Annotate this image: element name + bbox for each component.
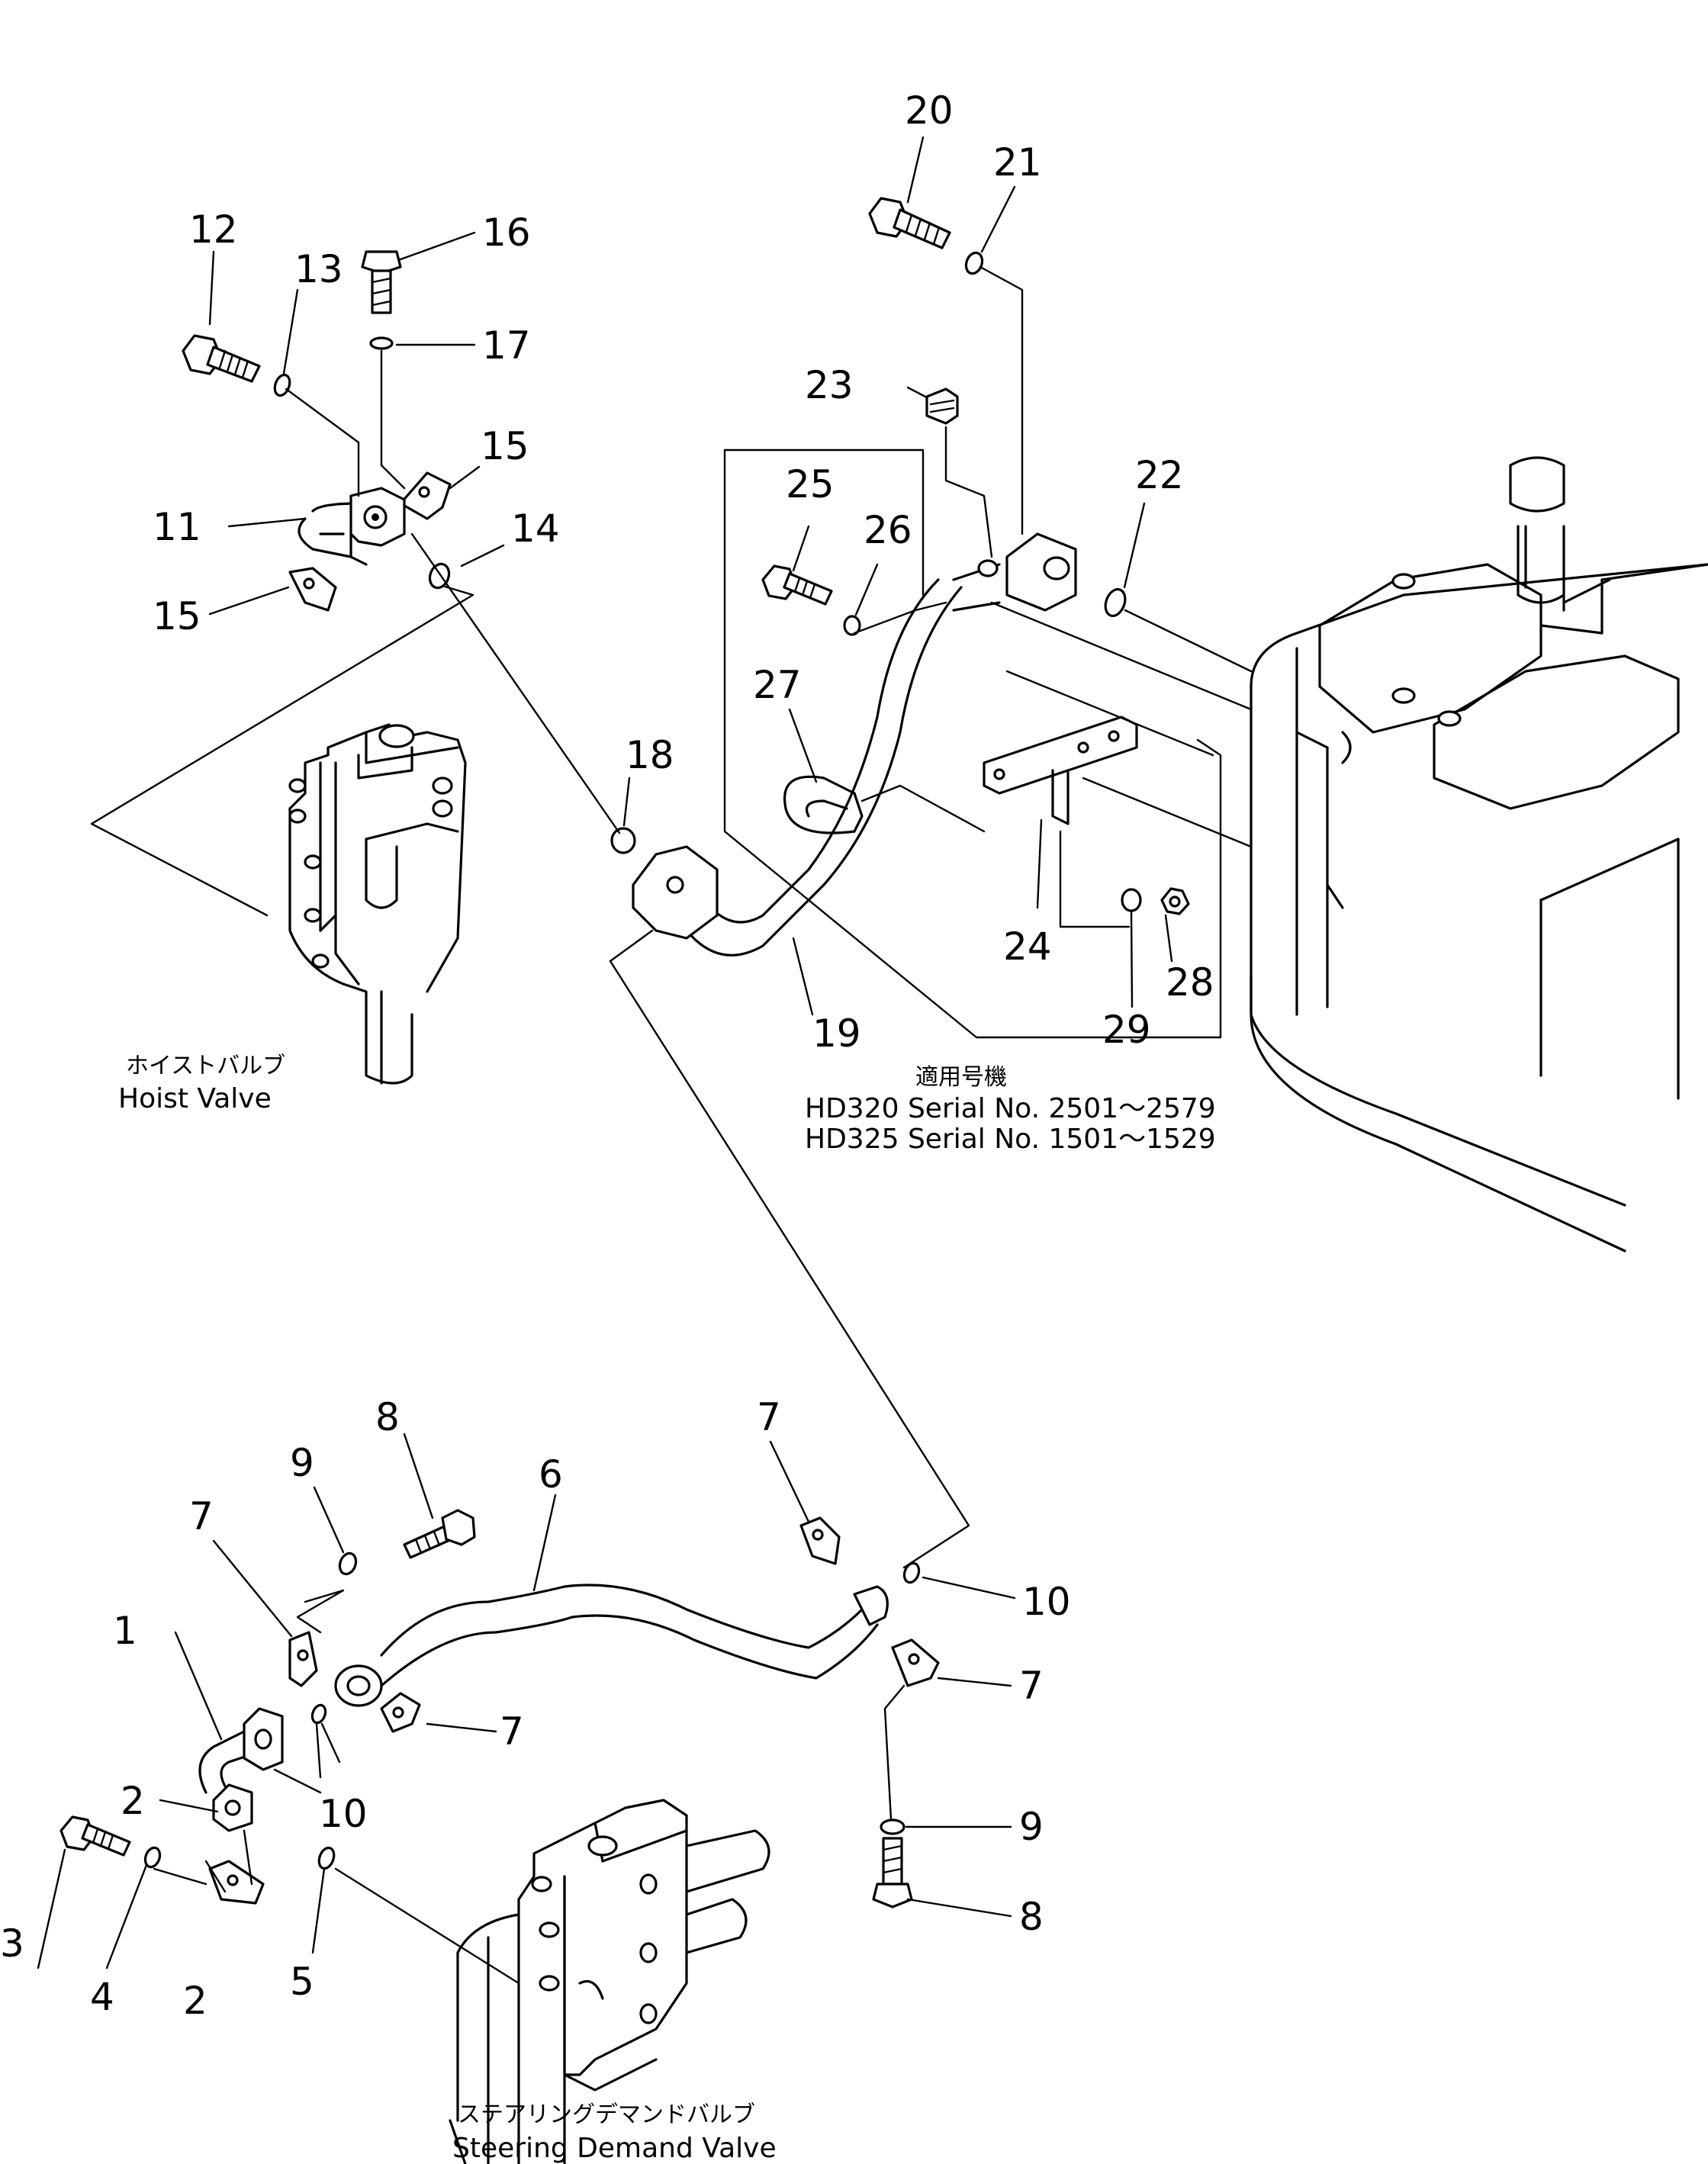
- callout-3: 3: [0, 1921, 24, 1966]
- callout-16: 16: [482, 211, 531, 255]
- fitting-23: [925, 387, 959, 425]
- nut-28: [1160, 887, 1190, 915]
- steering-demand-valve: [449, 1799, 770, 2164]
- callout-23: 23: [805, 363, 854, 407]
- callout-6: 6: [539, 1452, 563, 1497]
- callout-9: 9: [290, 1441, 314, 1485]
- callout-4: 4: [90, 1975, 114, 2019]
- callout-22: 22: [1135, 453, 1184, 497]
- leader-lines: [37, 136, 1253, 1985]
- bolt-3: [60, 1815, 131, 1857]
- callout-28: 28: [1166, 960, 1214, 1005]
- callout-11: 11: [153, 505, 201, 549]
- hoist-valve-caption-jp: ホイストバルブ: [126, 1053, 285, 1079]
- callout-7: 7: [500, 1709, 524, 1754]
- applicable-serial-hd325: HD325 Serial No. 1501～1529: [805, 1124, 1216, 1155]
- steering-valve-caption-jp: ステアリングデマンドバルブ: [458, 2101, 755, 2128]
- o-rings: [310, 562, 1127, 1870]
- callout-10: 10: [319, 1792, 368, 1836]
- bolt-20: [868, 197, 951, 249]
- callout-2: 2: [183, 1979, 207, 2023]
- steering-valve-caption-en: Steering Demand Valve: [452, 2133, 777, 2164]
- callout-17: 17: [482, 323, 531, 368]
- callout-7: 7: [189, 1494, 214, 1539]
- callout-numbers: 1 2 2 3 4 5 6 7 7 7 7 8 8 9 9 10 10 11 1…: [0, 88, 1214, 2023]
- elbow-11: [298, 487, 406, 566]
- callout-29: 29: [1102, 1008, 1151, 1052]
- callout-25: 25: [786, 462, 835, 506]
- captions: ホイストバルブ Hoist Valve 適用号機 HD320 Serial No…: [118, 1053, 1216, 2164]
- hoist-valve-caption-en: Hoist Valve: [118, 1083, 272, 1114]
- callout-7: 7: [757, 1395, 781, 1439]
- elbow-1: [198, 1707, 284, 1832]
- callout-24: 24: [1003, 924, 1052, 969]
- bracket-24: [983, 715, 1138, 825]
- callout-26: 26: [864, 508, 912, 552]
- callout-8: 8: [375, 1395, 400, 1439]
- callout-18: 18: [626, 733, 674, 777]
- callout-9: 9: [1019, 1805, 1044, 1849]
- tube-6: [334, 1584, 889, 1707]
- callout-7: 7: [1019, 1664, 1044, 1708]
- callout-13: 13: [294, 247, 343, 291]
- callout-21: 21: [993, 140, 1042, 185]
- callout-8: 8: [1019, 1895, 1044, 1939]
- callout-19: 19: [812, 1011, 861, 1056]
- u-bolt-27: [783, 775, 864, 834]
- bolt-8-upper: [403, 1509, 476, 1559]
- bolt-16: [361, 250, 402, 314]
- callout-27: 27: [753, 663, 802, 707]
- callout-15: 15: [481, 424, 529, 468]
- bolt-12: [182, 334, 261, 383]
- hydraulic-tank: [1250, 456, 1708, 1252]
- callout-15: 15: [153, 594, 201, 638]
- washers: [143, 251, 1142, 1869]
- split-flanges: [208, 471, 940, 1905]
- applicable-serial-hd320: HD320 Serial No. 2501～2579: [805, 1093, 1216, 1124]
- callout-14: 14: [511, 506, 560, 551]
- callout-10: 10: [1022, 1580, 1071, 1624]
- callout-5: 5: [290, 1960, 314, 2004]
- bolt-8-lower: [872, 1837, 913, 1908]
- hoist-valve: [288, 723, 467, 1085]
- bolt-25: [761, 564, 833, 606]
- callout-12: 12: [189, 207, 238, 252]
- callout-2: 2: [121, 1779, 145, 1823]
- tube-19: [632, 532, 1077, 957]
- callout-1: 1: [113, 1609, 137, 1653]
- callout-20: 20: [905, 88, 954, 133]
- applicable-models-heading: 適用号機: [915, 1064, 1007, 1091]
